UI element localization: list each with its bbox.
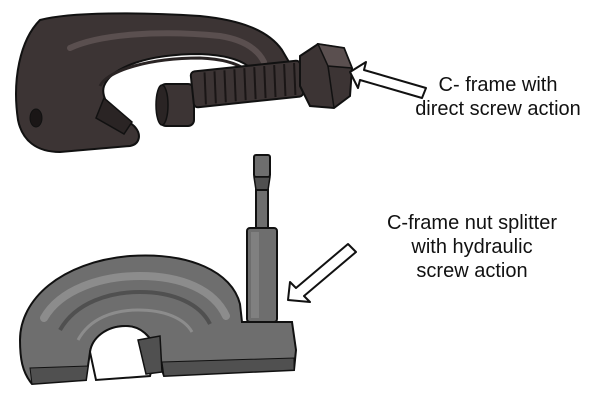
c-frame-inner-shadow bbox=[98, 56, 247, 87]
label-direct-screw-line-2: direct screw action bbox=[415, 98, 581, 120]
nut-splitter-groove bbox=[40, 271, 230, 322]
top-arrow-icon bbox=[349, 61, 427, 99]
hydraulic-fitting bbox=[253, 154, 271, 178]
screw-plunger-face bbox=[155, 84, 169, 126]
direct-screw-c-frame-icon bbox=[15, 12, 354, 154]
label-direct-screw-line-1: C- frame with bbox=[438, 74, 558, 96]
c-frame-side-hole bbox=[29, 108, 43, 128]
nut-splitter-inner-ring bbox=[58, 289, 212, 332]
label-hydraulic-line-3: screw action bbox=[416, 260, 528, 282]
threaded-screw bbox=[189, 59, 305, 109]
hydraulic-c-frame-icon bbox=[18, 154, 298, 386]
c-frame-anvil bbox=[95, 96, 133, 135]
hydraulic-shaft bbox=[255, 189, 269, 231]
label-hydraulic-line-2: with hydraulic bbox=[411, 236, 533, 258]
screw-threads bbox=[203, 62, 297, 105]
hex-head-face bbox=[316, 43, 354, 69]
label-direct-screw: C- frame with direct screw action bbox=[396, 73, 600, 121]
nut-splitter-blade bbox=[137, 335, 163, 375]
bottom-arrow-icon bbox=[287, 243, 357, 303]
label-hydraulic: C-frame nut splitter with hydraulic scre… bbox=[362, 211, 582, 283]
label-hydraulic-line-1: C-frame nut splitter bbox=[386, 212, 558, 234]
c-frame-groove bbox=[67, 30, 267, 65]
